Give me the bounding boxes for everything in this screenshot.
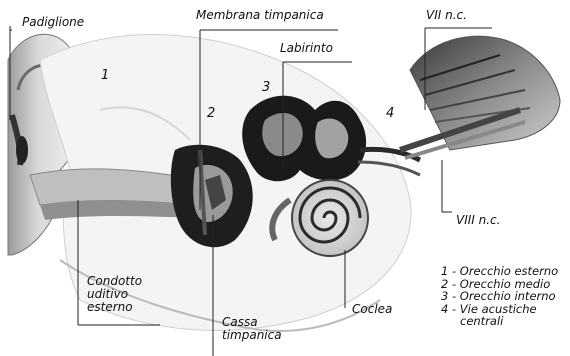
legend: 1 - Orecchio esterno 2 - Orecchio medio … [441, 265, 558, 328]
label-condotto-uditivo: Condotto uditivo esterno [87, 275, 142, 314]
number-3: 3 [262, 80, 270, 95]
legend-item-4-cont: centrali [441, 315, 558, 328]
number-2: 2 [207, 106, 215, 121]
label-viii-nervo: VIII n.c. [456, 214, 500, 227]
number-4: 4 [386, 106, 394, 121]
label-labirinto: Labirinto [280, 42, 333, 55]
label-padiglione: Padiglione [22, 16, 84, 29]
label-membrana-timpanica: Membrana timpanica [196, 9, 324, 22]
legend-item-1: 1 - Orecchio esterno [441, 265, 558, 278]
label-coclea: Coclea [352, 303, 392, 316]
legend-item-3: 3 - Orecchio interno [441, 290, 558, 303]
label-vii-nervo: VII n.c. [426, 9, 467, 22]
number-1: 1 [101, 68, 109, 83]
label-timpanica-line: timpanica [222, 329, 282, 342]
label-esterno-line: esterno [87, 301, 142, 314]
nerve-bundle-shape [400, 36, 560, 158]
label-cassa-timpanica: Cassa timpanica [222, 316, 282, 342]
ear-canal-shape [30, 169, 195, 220]
